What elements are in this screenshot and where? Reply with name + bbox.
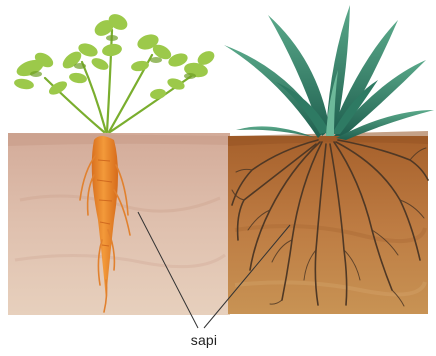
agave-leaves [224,5,434,140]
carrot-leaves [13,11,217,132]
soil-left [8,133,230,315]
soil-right [228,131,428,314]
roots-label: sapi [184,332,224,348]
